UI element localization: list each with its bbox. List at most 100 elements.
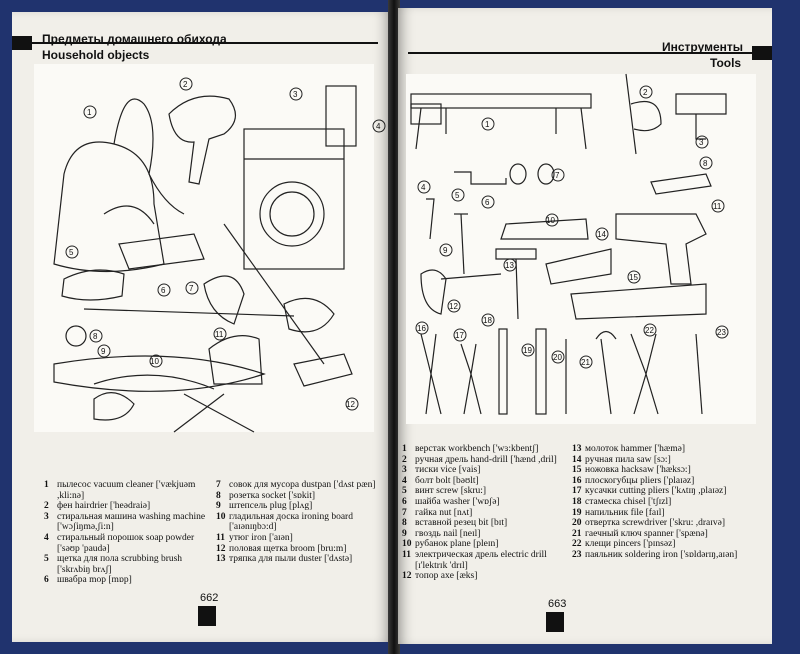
plug-drawing [93, 374, 215, 390]
tool-num-11: 11 [713, 202, 722, 211]
fig-num-5: 5 [69, 248, 74, 257]
tool-num-17: 17 [455, 331, 464, 340]
left-page-title-en: Household objects [42, 48, 150, 62]
axe-drawing [420, 269, 447, 315]
fig-num-12: 12 [346, 400, 355, 409]
tool-num-16: 16 [417, 324, 426, 333]
washer-drawing [509, 163, 527, 185]
fig-num-3: 3 [293, 90, 298, 99]
fig-num-4: 4 [376, 122, 381, 131]
socket-drawing [65, 325, 87, 347]
nail-drawing [460, 213, 465, 275]
scrubbing-brush-drawing [61, 269, 125, 301]
cutting-pliers-drawing [460, 343, 482, 415]
ironing-board-drawing [53, 355, 266, 392]
tool-num-2: 2 [643, 88, 648, 97]
tool-num-21: 21 [581, 358, 590, 367]
tool-num-13: 13 [505, 261, 514, 270]
workbench-drawing [410, 93, 592, 109]
hammer-drawing [495, 248, 537, 260]
fig-num-10: 10 [150, 357, 159, 366]
tool-num-22: 22 [645, 326, 654, 335]
tool-num-4: 4 [421, 183, 426, 192]
left-page-marker [198, 606, 216, 626]
saw-drawing [545, 248, 612, 285]
tool-num-12: 12 [449, 302, 458, 311]
mop-drawing [83, 308, 295, 317]
electric-drill-drawing [615, 213, 707, 285]
fig-num-7: 7 [189, 284, 194, 293]
fig-num-11: 11 [215, 330, 224, 339]
left-page-number: 662 [200, 592, 219, 604]
tool-num-5: 5 [455, 191, 460, 200]
tool-num-6: 6 [485, 198, 490, 207]
file-drawing [535, 328, 547, 415]
header-rule [32, 42, 378, 44]
pliers-drawing [420, 333, 442, 415]
plane-drawing [500, 218, 589, 240]
spanner-drawing [595, 330, 617, 415]
duster-drawing [93, 392, 135, 421]
fig-num-2: 2 [183, 80, 188, 89]
household-illustration: 1 2 3 4 5 6 7 8 9 10 11 12 [34, 64, 386, 433]
right-page-number: 663 [548, 598, 567, 610]
nut-drawing [537, 163, 555, 185]
vice-drawing [675, 93, 727, 140]
dustpan-drawing [203, 275, 245, 325]
tool-num-19: 19 [523, 346, 532, 355]
iron-drawing [208, 335, 263, 385]
tools-illustration: 1 2 3 4 5 6 7 8 9 10 11 12 13 14 15 16 1 [406, 73, 756, 424]
fig-num-1: 1 [87, 108, 92, 117]
tool-num-9: 9 [443, 246, 448, 255]
fig-num-6: 6 [161, 286, 166, 295]
left-page-title-ru: Предметы домашнего обихода [42, 32, 227, 46]
tool-num-20: 20 [553, 353, 562, 362]
bit-drawing [650, 173, 712, 195]
bolt-drawing [454, 171, 507, 185]
hand-drill-drawing [625, 73, 662, 155]
right-page: Инструменты Tools [398, 8, 772, 644]
header-rule [408, 52, 762, 54]
tool-num-1: 1 [485, 120, 490, 129]
left-page: Предметы домашнего обихода Household obj… [12, 12, 390, 642]
pincers-drawing [630, 333, 659, 415]
washing-machine-drawing [243, 128, 345, 270]
screw-drawing [426, 198, 435, 240]
right-page-title-ru: Инструменты [662, 40, 744, 54]
header-marker-block [752, 46, 772, 60]
tool-num-18: 18 [483, 316, 492, 325]
right-page-marker [546, 612, 564, 632]
header-marker-block [12, 36, 32, 50]
